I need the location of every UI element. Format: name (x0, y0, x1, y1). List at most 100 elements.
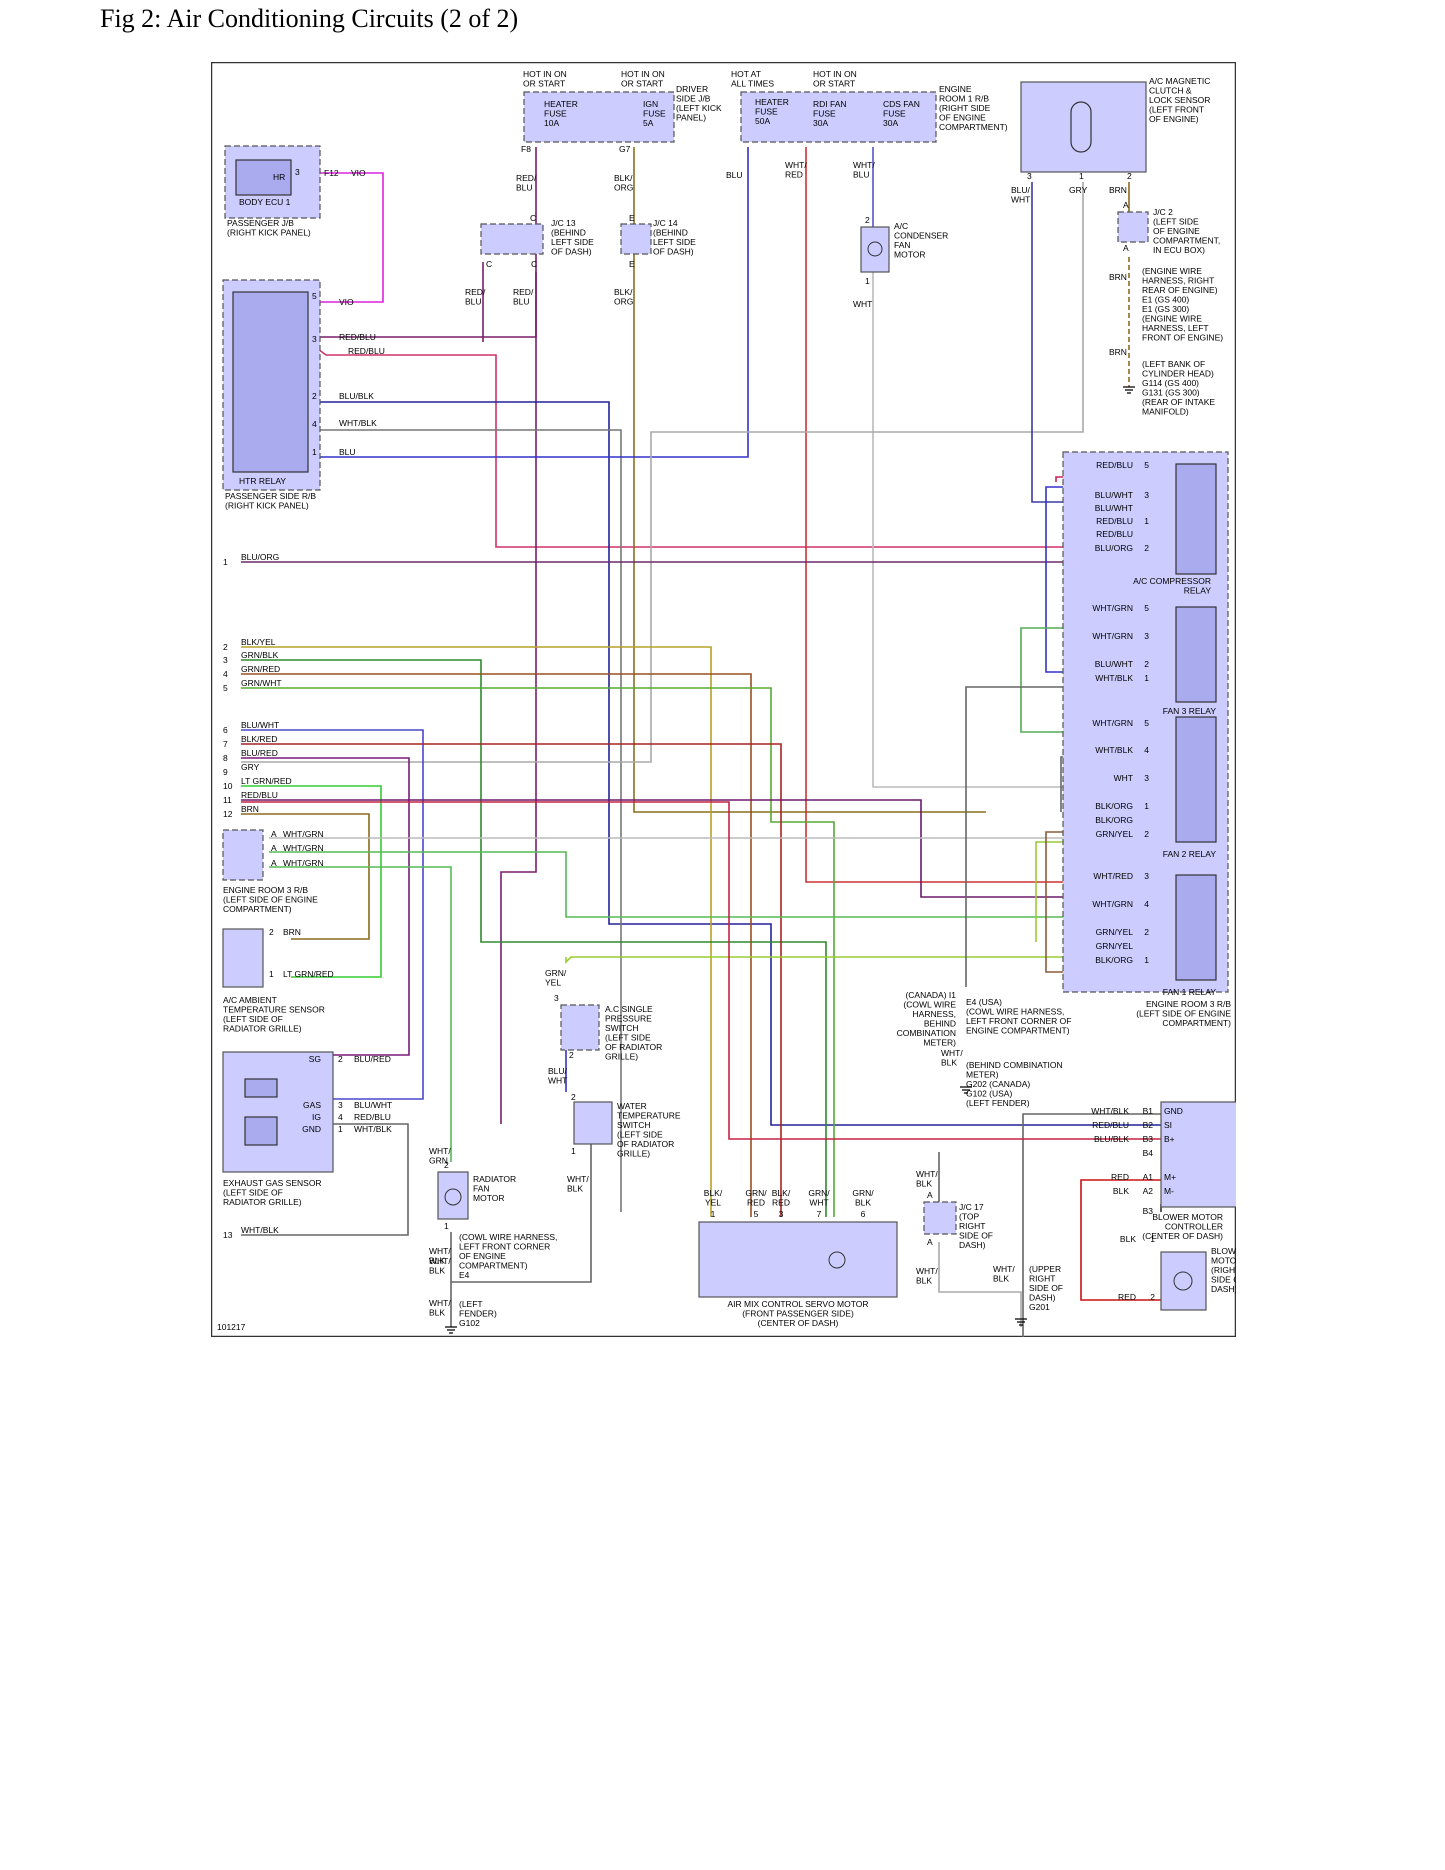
diagram-id: 101217 (217, 1322, 246, 1332)
relay-pin-wire: WHT/BLK (1095, 745, 1133, 755)
label-fan3-relay: FAN 3 RELAY (1163, 706, 1217, 716)
jc17-box (923, 1201, 957, 1235)
relay-pin-wire: WHT/GRN (1092, 718, 1133, 728)
blower-pin-term: GND (1164, 1106, 1183, 1116)
clutch-coil-icon (1070, 101, 1092, 153)
er3-pin-wire: WHT/GRN (283, 858, 324, 868)
left-pin-number: 3 (223, 655, 228, 665)
radiator-fan-box (437, 1171, 469, 1220)
wire-whtblk-g201 (938, 1242, 1022, 1327)
left-pin-wire: BLK/YEL (241, 637, 276, 647)
wire-brn-12 (241, 813, 370, 940)
connector-ref: G7 (619, 144, 631, 154)
relay-pin-number: 4 (1144, 745, 1149, 755)
left-pin-wire: BRN (241, 804, 259, 814)
wire-label-w-gry-clutch: GRY (1069, 185, 1088, 195)
engine-room1-box (740, 91, 937, 143)
wire-whtgrn-3 (269, 866, 452, 1162)
wire-label-w-wht-fan: WHT (853, 299, 872, 309)
relay-pin-number: 5 (1144, 718, 1149, 728)
relay-pin-number: 2 (1144, 829, 1149, 839)
blower-motor-pin-wire: BLK (1120, 1234, 1136, 1244)
wire-redblu-11 (241, 799, 1176, 898)
wire-label-w-vio1: VIO (351, 168, 366, 178)
wire-label-w-whtblk-ws: WHT/BLK (567, 1174, 589, 1194)
wire-label-w-blu-relay: BLU (339, 447, 356, 457)
wire-blkyel (241, 646, 712, 1217)
wire-grnred (241, 673, 752, 1217)
ground-g114-icon (1123, 386, 1135, 394)
wire-whtblk-blower (1022, 1113, 1161, 1337)
relay-pin-number: 1 (1144, 673, 1149, 683)
left-pin-number: 9 (223, 767, 228, 777)
relay-pin-wire: RED/BLU (1096, 529, 1133, 539)
left-pin-wire: GRN/WHT (241, 678, 282, 688)
exhaust-terminal: GAS (303, 1100, 321, 1110)
blower-motor-icon (1173, 1271, 1193, 1291)
label-passenger-jb: PASSENGER J/B(RIGHT KICK PANEL) (227, 218, 311, 238)
connector-ref: 1 (444, 1221, 449, 1231)
wire-ltgrnred (241, 785, 382, 978)
wire-blu-relay (311, 147, 749, 458)
ground-g202-icon (960, 1086, 972, 1094)
relay-pin-number: 4 (1144, 899, 1149, 909)
wire-label-w-whtblk-e4: WHT/BLK (429, 1256, 451, 1276)
blower-controller-box (1160, 1101, 1236, 1208)
wire-label-w-redblu-f8: RED/BLU (516, 173, 537, 193)
blower-pin-wire: WHT/BLK (1091, 1106, 1129, 1116)
wire-grnwht (241, 687, 835, 1217)
relay-pin-wire: GRN/YEL (1096, 829, 1134, 839)
wire-blkorg (633, 147, 986, 813)
left-pin-number: 7 (223, 739, 228, 749)
er3-pin-wire: WHT/GRN (283, 829, 324, 839)
connector-ref: 3 (312, 334, 317, 344)
connector-ref: 4 (312, 419, 317, 429)
relay-pin-wire: WHT/GRN (1092, 631, 1133, 641)
wire-blublk (311, 401, 1161, 1126)
label-passenger-rb: PASSENGER SIDE R/B(RIGHT KICK PANEL) (225, 491, 316, 511)
relay-pin-wire: WHT (1114, 773, 1133, 783)
wire-label-w-f12: F12 (324, 168, 339, 178)
relay-pin-number: 2 (1144, 659, 1149, 669)
left-pin-number: 8 (223, 753, 228, 763)
relay-pin-wire: BLU/ORG (1095, 543, 1133, 553)
ambient-pin-number: 2 (269, 927, 274, 937)
connector-ref: A (1123, 243, 1129, 253)
page-title: Fig 2: Air Conditioning Circuits (2 of 2… (100, 4, 519, 33)
relay-pin-number: 3 (1144, 871, 1149, 881)
label-e4-usa: E4 (USA)(COWL WIRE HARNESS,LEFT FRONT CO… (966, 997, 1071, 1036)
connector-ref: 2 (571, 1092, 576, 1102)
wire-redblu-b (310, 343, 1176, 548)
blower-pin-id: A1 (1143, 1172, 1154, 1182)
air-mix-pin-wire: BLK/RED (772, 1188, 791, 1208)
relay-pin-number: 1 (1144, 955, 1149, 965)
relay-pin-wire: WHT/BLK (1095, 673, 1133, 683)
left-pin-number: 5 (223, 683, 228, 693)
exhaust-pin-number: 2 (338, 1054, 343, 1064)
air-mix-pin-number: 1 (711, 1209, 716, 1219)
er3-pin-id: A (271, 829, 277, 839)
connector-ref: 2 (444, 1160, 449, 1170)
wire-blured (241, 757, 410, 1056)
connector-ref: A (927, 1237, 933, 1247)
air-mix-pin-number: 6 (861, 1209, 866, 1219)
ambient-pin-wire: BRN (283, 927, 301, 937)
pressure-switch-box (560, 1004, 600, 1051)
wire-grnyel (565, 956, 1176, 964)
